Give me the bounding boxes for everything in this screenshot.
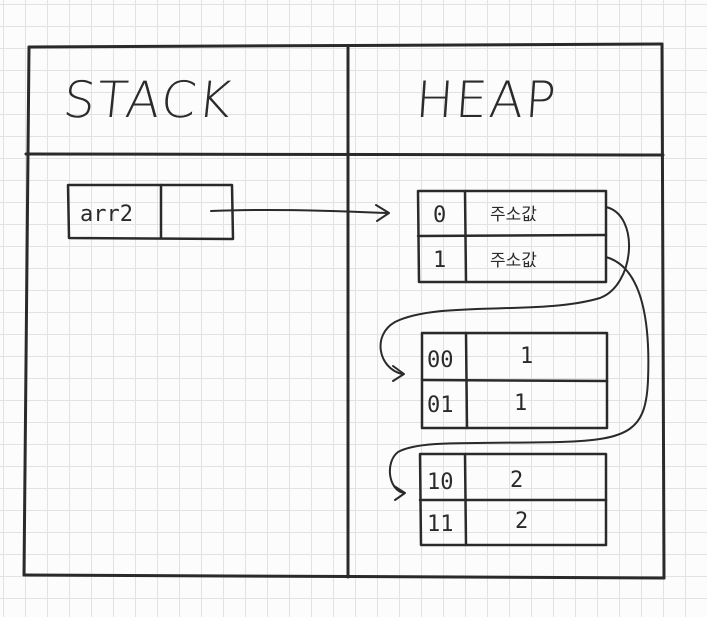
memory-table-frame xyxy=(22,42,666,580)
inner-1-row-0-index: 10 xyxy=(427,470,454,495)
variable-name: arr2 xyxy=(80,202,133,227)
stack-variable-arr2: arr2 xyxy=(66,183,235,241)
inner-1-row-0-value: 2 xyxy=(510,468,523,493)
inner-0-row-1-index: 01 xyxy=(427,393,454,418)
outer-row-1-index: 1 xyxy=(433,248,446,273)
outer-row-0-value: 주소값 xyxy=(490,205,537,225)
heap-outer-array: 0 주소값 1 주소값 xyxy=(416,189,608,284)
heap-title: HEAP xyxy=(414,71,560,129)
outer-row-1-value: 주소값 xyxy=(490,251,537,271)
inner-0-row-0-value: 1 xyxy=(520,344,533,369)
reference-arrow-row-0 xyxy=(379,206,630,382)
inner-0-row-1-value: 1 xyxy=(514,391,527,416)
heap-inner-array-1: 10 2 11 2 xyxy=(418,452,608,547)
stack-title: STACK xyxy=(60,70,236,129)
inner-0-row-0-index: 00 xyxy=(427,348,454,373)
inner-1-row-1-value: 2 xyxy=(515,509,528,534)
inner-1-row-1-index: 11 xyxy=(427,512,454,537)
reference-arrow-row-1 xyxy=(388,256,650,501)
reference-arrow-arr2 xyxy=(210,204,390,222)
heap-inner-array-0: 00 1 01 1 xyxy=(420,331,609,430)
outer-row-0-index: 0 xyxy=(433,203,446,228)
